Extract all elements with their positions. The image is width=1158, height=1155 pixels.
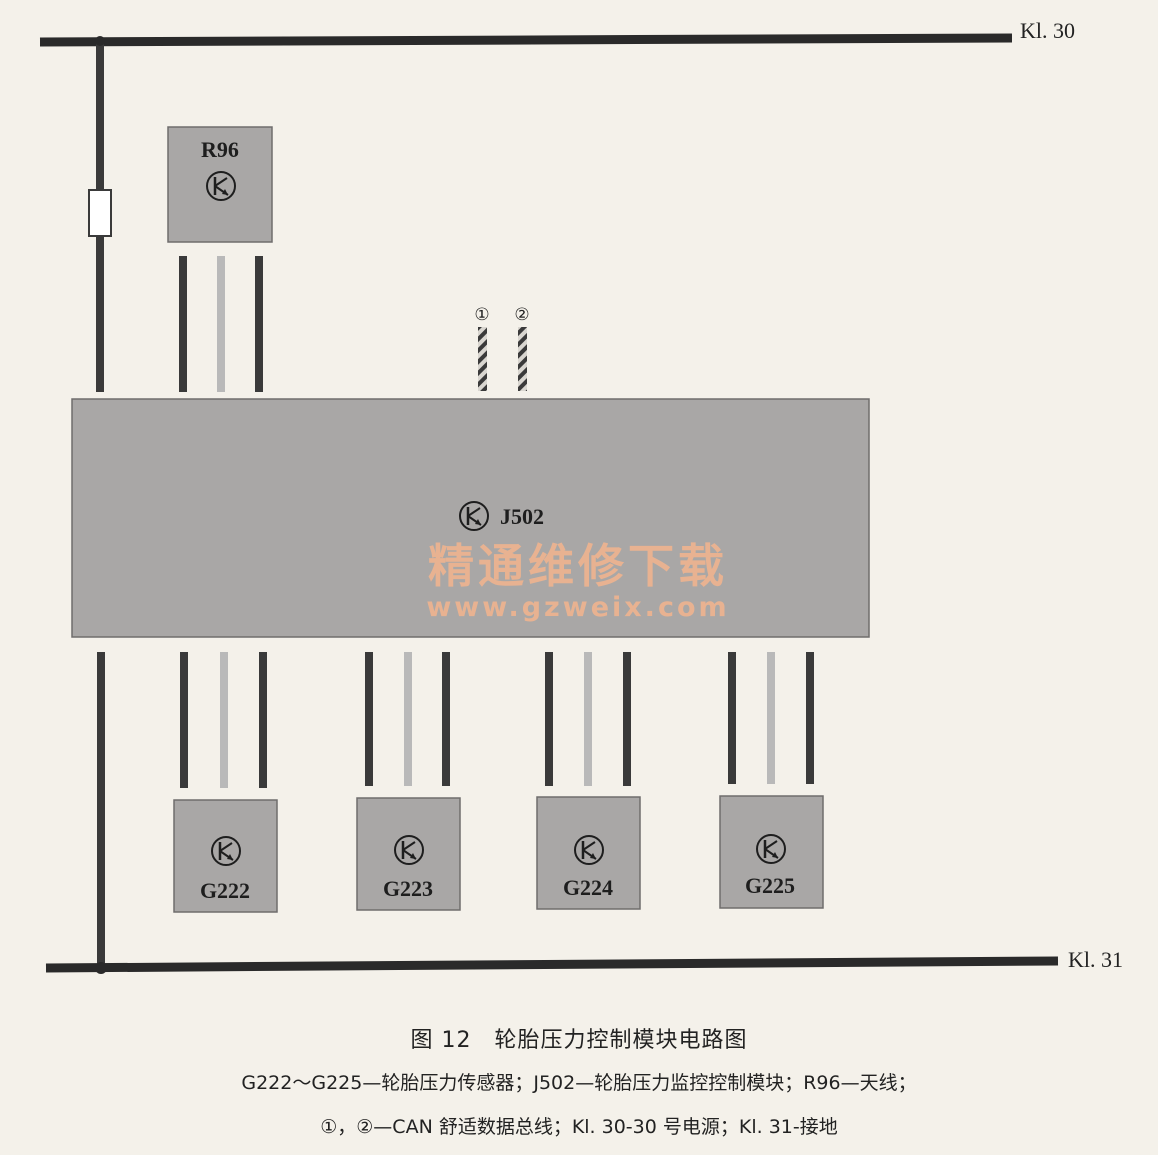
watermark-title: 精通维修下载 <box>428 539 728 593</box>
kl30-bus-line <box>39 33 1013 47</box>
sensor-label: G225 <box>745 873 795 898</box>
can-marker-2: ② <box>514 305 529 325</box>
antenna-wires <box>179 256 263 392</box>
kl31-bus-line <box>45 956 1059 973</box>
can-marker-1: ① <box>474 305 489 325</box>
figure-legend-line-2: ①，②—CAN 舒适数据总线；Kl. 30-30 号电源；Kl. 31-接地 <box>320 1116 838 1138</box>
antenna-r96: R96 <box>167 126 273 243</box>
sensor-g222: G222 <box>173 799 278 913</box>
sensor-label: G223 <box>383 876 433 901</box>
sensor-g225: G225 <box>719 795 824 909</box>
control-module-j502: J502 <box>71 398 870 638</box>
fuse <box>88 189 112 237</box>
kl30-label: Kl. 30 <box>1020 18 1075 43</box>
sensor-g224: G224 <box>536 796 641 910</box>
sensor-g223: G223 <box>356 797 461 911</box>
sensor-wires <box>180 652 814 788</box>
sensor-label: G222 <box>200 878 250 903</box>
figure-title: 图 12 轮胎压力控制模块电路图 <box>410 1028 748 1053</box>
control-module-label: J502 <box>500 504 544 529</box>
can-wires: ① ② <box>474 305 530 391</box>
antenna-label: R96 <box>201 137 239 162</box>
sensor-label: G224 <box>563 875 613 900</box>
tire-pressure-circuit-diagram: Kl. 30 Kl. 31 R96 <box>39 18 1123 974</box>
figure-legend-line-1: G222～G225—轮胎压力传感器；J502—轮胎压力监控控制模块；R96—天线… <box>241 1072 917 1094</box>
ground-wire <box>95 652 107 974</box>
watermark-url: www.gzweix.com <box>426 592 729 623</box>
kl31-label: Kl. 31 <box>1068 947 1123 972</box>
supply-wire <box>88 36 112 392</box>
